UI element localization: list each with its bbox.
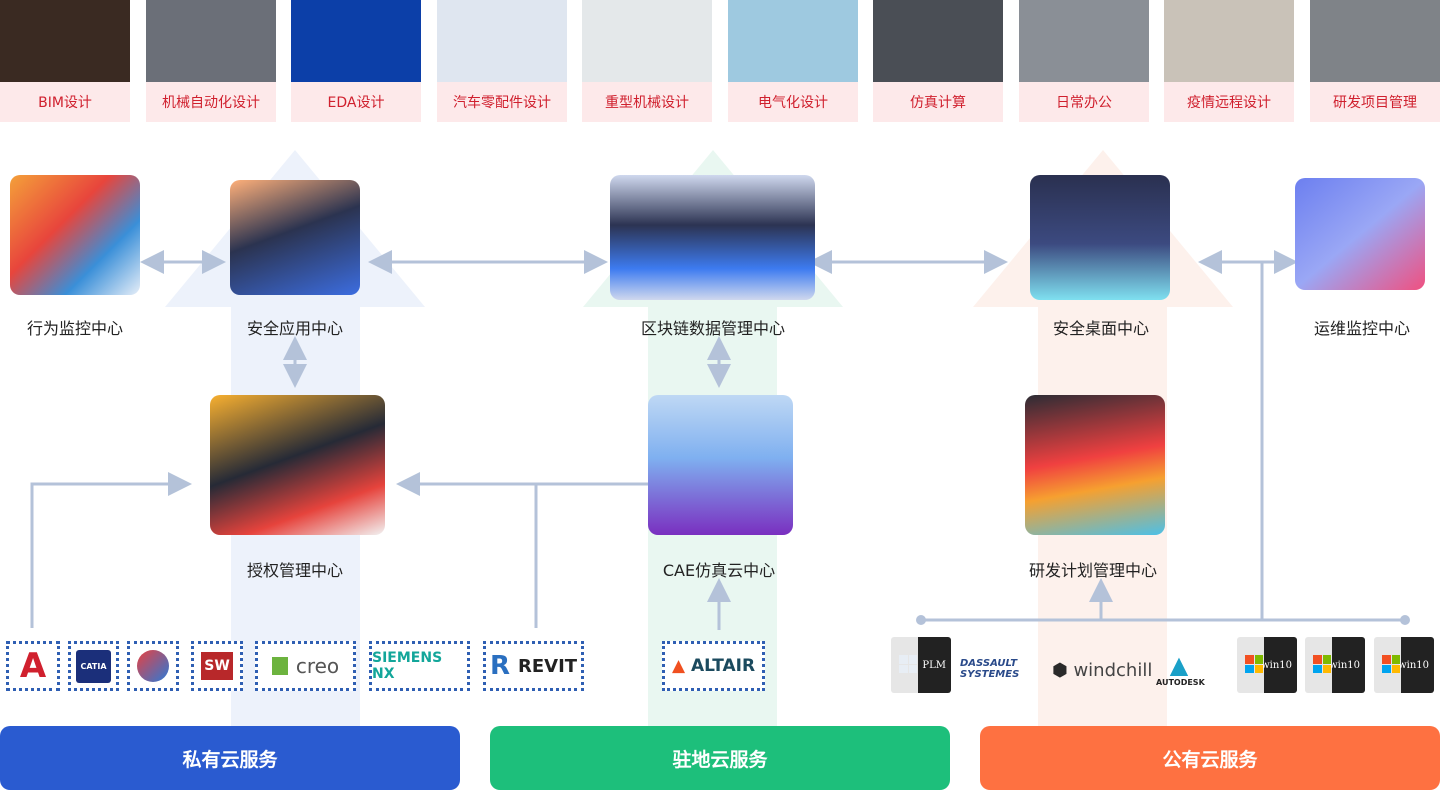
solidworks-text: SW <box>201 652 233 680</box>
rd-plan-illustration <box>1025 395 1165 535</box>
cube-label: win10 <box>1329 659 1360 671</box>
dassault-logo: DASSAULT SYSTEMES <box>960 658 1020 680</box>
windows-icon <box>1245 655 1263 673</box>
autodesk-a-icon: ▲ <box>1169 651 1189 679</box>
autodesk-text: AUTODESK <box>1156 678 1205 687</box>
siemens-nx-logo: SIEMENS NX <box>369 641 470 691</box>
autocad-logo: A <box>6 641 60 691</box>
cube-label: win10 <box>1261 659 1292 671</box>
scenario-label: 电气化设计 <box>728 82 858 122</box>
scenario-label: 汽车零配件设计 <box>437 82 567 122</box>
creo-logo: creo <box>255 641 356 691</box>
win10-cube: win10 <box>1305 637 1365 693</box>
autodesk-logo: ▲AUTODESK <box>1156 651 1205 687</box>
scenario-image <box>873 0 1003 82</box>
catia-logo: CATIA <box>68 641 119 691</box>
scenario-card[interactable]: EDA设计 <box>291 0 421 122</box>
node-behavior-monitor[interactable]: 行为监控中心 <box>26 319 124 338</box>
revit-logo: R REVIT <box>483 641 584 691</box>
scenario-image <box>1164 0 1294 82</box>
node-rd-plan[interactable]: 研发计划管理中心 <box>1028 561 1158 580</box>
scenario-image <box>291 0 421 82</box>
node-blockchain-data[interactable]: 区块链数据管理中心 <box>640 319 786 338</box>
scenario-card[interactable]: BIM设计 <box>0 0 130 122</box>
node-secure-desktop[interactable]: 安全桌面中心 <box>1052 319 1150 338</box>
scenario-card[interactable]: 电气化设计 <box>728 0 858 122</box>
windows-icon <box>899 655 917 673</box>
scenario-label: BIM设计 <box>0 82 130 122</box>
revit-text: REVIT <box>517 655 578 677</box>
node-license-mgmt[interactable]: 授权管理中心 <box>246 561 344 580</box>
node-ops-monitor[interactable]: 运维监控中心 <box>1313 319 1411 338</box>
creo-text: creo <box>295 654 340 678</box>
altair-logo: ▲ALTAIR <box>662 641 765 691</box>
scenario-image <box>582 0 712 82</box>
scenario-image <box>728 0 858 82</box>
scenario-label: 重型机械设计 <box>582 82 712 122</box>
ops-monitor-illustration <box>1295 178 1425 290</box>
globe-software-logo <box>127 641 179 691</box>
scenario-image <box>1019 0 1149 82</box>
cae-cloud-illustration <box>648 395 793 535</box>
creo-cube-icon <box>271 657 288 675</box>
scenario-card[interactable]: 疫情远程设计 <box>1164 0 1294 122</box>
scenario-card[interactable]: 仿真计算 <box>873 0 1003 122</box>
win10-cube: win10 <box>1374 637 1434 693</box>
scenario-label: 日常办公 <box>1019 82 1149 122</box>
private-cloud-service-button[interactable]: 私有云服务 <box>0 726 460 790</box>
scenario-image <box>1310 0 1440 82</box>
scenario-image <box>146 0 276 82</box>
revit-r-icon: R <box>489 651 510 681</box>
onprem-cloud-service-button[interactable]: 驻地云服务 <box>490 726 950 790</box>
behavior-monitor-illustration <box>10 175 140 295</box>
scenario-label: 机械自动化设计 <box>146 82 276 122</box>
node-security-app[interactable]: 安全应用中心 <box>246 319 344 338</box>
scenario-label: EDA设计 <box>291 82 421 122</box>
solidworks-logo: SW <box>191 641 243 691</box>
windows-icon <box>1382 655 1400 673</box>
windchill-text: windchill <box>1073 660 1153 681</box>
blockchain-illustration <box>610 175 815 300</box>
altair-text: ALTAIR <box>691 656 756 676</box>
scenario-card[interactable]: 汽车零配件设计 <box>437 0 567 122</box>
windchill-logo: ⬢ windchill <box>1052 660 1152 681</box>
secure-desktop-illustration <box>1030 175 1170 300</box>
scenario-label: 仿真计算 <box>873 82 1003 122</box>
cube-label: PLM <box>922 659 946 671</box>
security-app-illustration <box>230 180 360 295</box>
windchill-icon: ⬢ <box>1052 660 1068 681</box>
scenario-label: 疫情远程设计 <box>1164 82 1294 122</box>
windows-icon <box>1313 655 1331 673</box>
public-cloud-service-button[interactable]: 公有云服务 <box>980 726 1440 790</box>
scenario-card[interactable]: 机械自动化设计 <box>146 0 276 122</box>
win10-cube: win10 <box>1237 637 1297 693</box>
scenario-card[interactable]: 研发项目管理 <box>1310 0 1440 122</box>
scenario-image <box>0 0 130 82</box>
globe-icon <box>137 650 169 682</box>
plm-server-cube: PLM <box>891 637 951 693</box>
scenario-card[interactable]: 日常办公 <box>1019 0 1149 122</box>
scenario-label: 研发项目管理 <box>1310 82 1440 122</box>
license-mgmt-illustration <box>210 395 385 535</box>
scenario-card[interactable]: 重型机械设计 <box>582 0 712 122</box>
cube-label: win10 <box>1398 659 1429 671</box>
scenario-image <box>437 0 567 82</box>
catia-text: CATIA <box>76 649 111 683</box>
node-cae-cloud[interactable]: CAE仿真云中心 <box>662 561 776 580</box>
altair-triangle-icon: ▲ <box>671 656 686 676</box>
